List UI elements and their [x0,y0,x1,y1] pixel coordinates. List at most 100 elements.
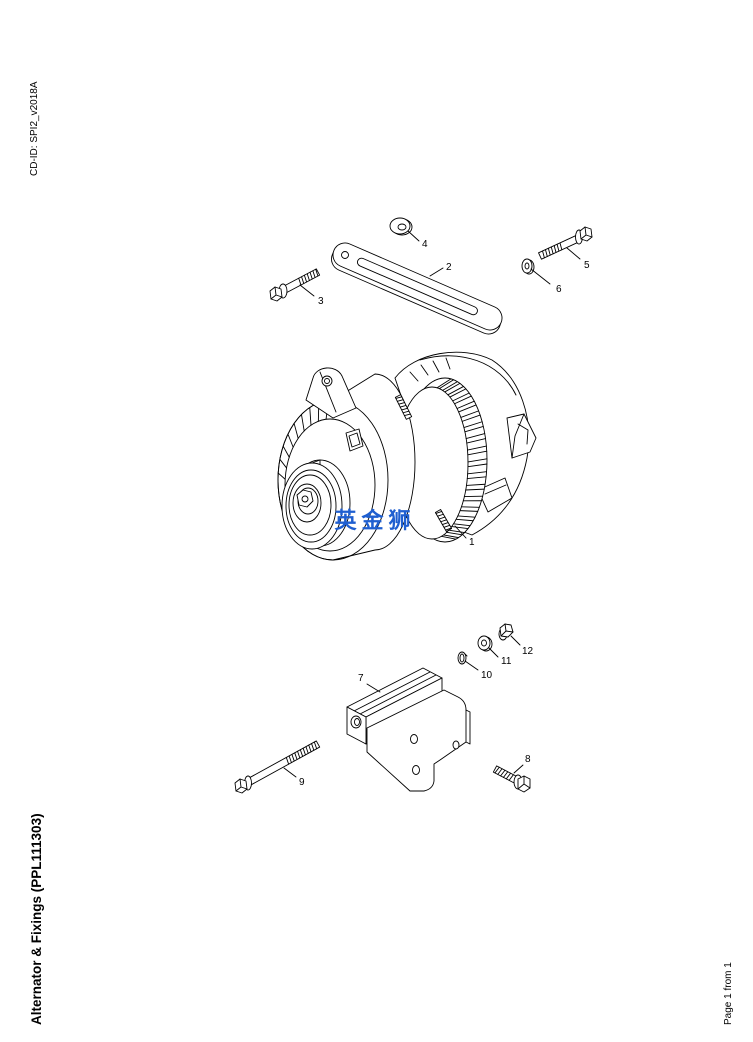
stator-fin [446,531,463,536]
leader-line-8 [513,764,524,774]
thread-line [440,519,448,523]
thread-line [395,396,403,399]
thread-line [402,410,410,414]
bolt-shank-group [281,268,321,294]
stator-fin [455,518,474,522]
strap-slot [357,257,478,316]
thread-line [308,744,312,753]
stator-fin [459,510,479,512]
adjusting-strap [331,242,503,335]
stator-fin [447,385,464,396]
leader-lines [283,230,581,778]
thread-line [315,268,319,277]
page-number: Page 1 from 1 [723,962,734,1025]
thread-line [559,242,563,251]
plate-hole-upper [410,734,418,744]
bolt-8 [492,765,531,793]
washer-6 [521,258,535,275]
callout-7: 7 [358,673,364,684]
pulley [281,459,351,550]
vent-rib [287,433,294,448]
callout-8: 8 [525,754,531,765]
stator-fin [451,526,469,530]
leader-line-9 [283,767,297,778]
stator-fin [436,378,452,389]
stator-fin [464,425,484,433]
shaft-end [301,495,309,503]
thread-line [298,277,302,286]
leader-line-10 [464,660,479,671]
terminal-block [506,413,537,459]
stator-fin [453,523,471,527]
through-bolt-upper [394,394,413,420]
watermark: 英金狮 [334,508,415,534]
cd-id-label: CD-ID: SPI2_v2018A [29,81,40,176]
callout-11: 11 [501,656,512,667]
thread-line [553,245,557,253]
bolt-shank [246,740,321,786]
thread-line [502,771,509,778]
stator-fin [466,476,487,479]
bolt-shank-group [538,234,581,260]
leader-line-2 [429,267,444,277]
callout-10: 10 [481,670,493,681]
leader-line-11 [488,647,499,658]
washer-4 [389,217,413,236]
vent-rib [301,414,305,432]
callout-5: 5 [584,260,590,271]
bolt-3 [269,268,321,302]
thread-line [294,752,298,760]
thread-line [297,750,301,759]
thread-line [435,511,443,514]
thread-line [396,399,404,402]
thread-line [398,402,406,405]
stator-fin [438,379,455,390]
stator-fin [466,438,486,444]
thread-line [399,404,407,408]
thread-line [438,516,446,520]
stator-fin [467,471,488,475]
stator-fin [465,488,485,491]
leader-line-1 [454,525,467,539]
bolt-shank-group [434,509,453,532]
thread-line [311,743,315,751]
callout-4: 4 [422,239,428,250]
thread-line [404,413,411,417]
mounting-bracket [346,667,471,792]
vent-rib [309,407,312,426]
thread-line [547,247,551,256]
mounting-lug [305,367,357,419]
thread-line [302,747,306,756]
plate-side-hole [452,740,460,750]
thread-line [305,746,309,754]
thread-line [312,270,316,278]
callout-2: 2 [446,262,452,273]
callouts: 1 2 3 4 5 6 7 8 9 10 11 12 [299,239,590,788]
thread-line [299,749,304,757]
stator-fin [443,534,459,539]
thread-line [443,524,451,528]
thread-line [542,250,545,259]
thread-line [401,407,408,411]
bolt-9 [234,740,321,794]
thread-line [288,755,292,764]
callout-3: 3 [318,296,324,307]
spring-washer-10 [457,651,468,665]
vent-rib [279,458,287,469]
thread-line [313,741,318,750]
leader-line-7 [366,683,381,693]
thread-line [301,276,305,284]
stator-fin [444,382,461,393]
stator-fin [467,463,488,468]
callout-1: 1 [469,537,475,548]
stator-fin [456,400,475,409]
thread-line [494,766,500,774]
thread-line [306,273,310,281]
nut-12 [498,623,514,641]
callout-6: 6 [556,284,562,295]
leader-line-4 [407,230,420,242]
bolt-5 [538,226,593,260]
alternator [277,351,537,561]
page-title: Alternator & Fixings (PPL111303) [29,813,44,1025]
